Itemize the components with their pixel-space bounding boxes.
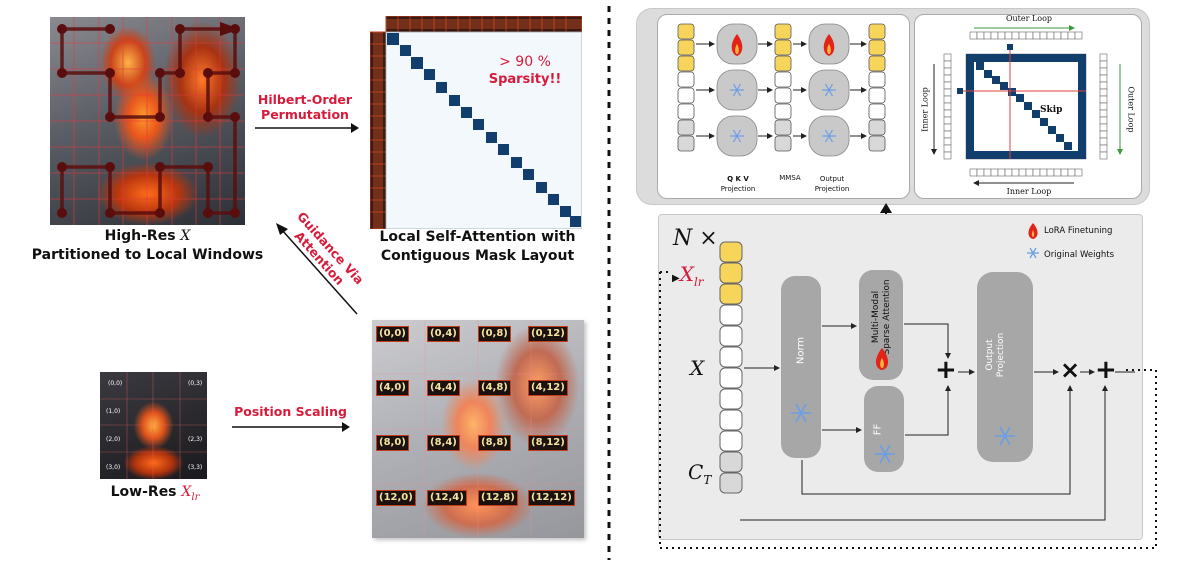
low-res-label-30: (3,0) [106,464,121,471]
high-res-image [50,17,245,225]
x-lr-arrowhead: ▶ [672,273,680,284]
x-lr-var: X [679,262,694,286]
token-col-3 [868,23,886,152]
x-lr-label: ▶Xlr [672,262,704,289]
position-scaled-image: (0,0) (0,4) (0,8) (0,12) (4,0) (4,4) (4,… [372,320,584,538]
hilbert-label-line1: Hilbert-Order [257,92,353,107]
pos-0-0: (0,0) [376,326,409,342]
lora-detail-svg [677,23,886,157]
pos-8-4: (8,4) [427,435,460,451]
low-res-grid [100,372,207,479]
legend-snowflake-icon [1027,247,1039,259]
output-snowflake-icon [995,426,1015,446]
low-res-label-10: (1,0) [106,408,121,415]
output-small-label-line2: Projection [814,185,850,193]
main-token-column [719,241,743,494]
qkv-label-line1: Q K V [727,175,749,183]
ff-block [864,386,904,472]
pos-8-12: (8,12) [528,435,568,451]
loop-detail-svg [931,25,1123,186]
inner-loop-left-label: Inner Loop [920,87,930,132]
token-col-1 [677,23,695,152]
outer-loop-right-label: Outer Loop [1126,86,1136,133]
norm-snowflake-icon [791,403,811,423]
skip-label: Skip [1040,105,1063,115]
qkv-label-line2: Projection [720,185,756,193]
add-op-2: + [1095,355,1117,385]
attention-caption-line1: Local Self-Attention with [379,229,576,245]
inner-loop-bottom-label: Inner Loop [1006,187,1052,196]
attention-matrix-svg [369,15,583,230]
x-lr-sub: lr [693,275,704,289]
sparsity-label-line1: > 90 % [499,54,551,70]
low-res-var-sub: lr [191,491,200,503]
x-label: X [690,356,705,380]
token-col-2 [774,23,792,152]
pos-12-4: (12,4) [427,490,467,506]
output-projection-block [977,272,1033,462]
low-res-label-33: (3,3) [188,464,203,471]
position-scaling-arrow [232,422,350,432]
legend-flame-icon [1028,223,1038,239]
pos-0-12: (0,12) [528,326,568,342]
low-res-caption-word: Low-Res [110,484,177,500]
sparsity-label: > 90 % Sparsity!! [480,54,570,88]
norm-block [781,276,821,458]
diagonal-blocks [387,33,581,227]
pos-4-12: (4,12) [528,380,568,396]
n-times-label: N × [673,226,718,251]
times-sign: × [699,226,718,251]
low-res-label-23: (2,3) [188,436,203,443]
mmsa-small-label: MMSA [779,174,801,182]
pos-12-8: (12,8) [478,490,518,506]
multiply-op: × [1060,356,1081,384]
high-res-caption-word: High-Res [104,228,176,244]
mmsa-flame-icon [875,348,889,370]
low-res-var: Xlr [181,484,200,503]
divider [607,6,611,560]
pos-4-0: (4,0) [376,380,409,396]
position-scaling-label: Position Scaling [234,404,347,419]
low-res-label-00: (0,0) [108,380,123,387]
ct-label: CT [688,460,711,487]
pos-8-0: (8,0) [376,435,409,451]
block-connections [740,323,1135,521]
attention-caption: Local Self-Attention with Contiguous Mas… [360,228,595,266]
n-var: N [673,226,693,251]
low-res-caption: Low-Res Xlr [60,483,250,507]
legend-lora-label: LoRA Finetuning [1044,226,1113,236]
outer-loop-top-label: Outer Loop [1005,14,1053,23]
low-res-image: (0,0) (0,3) (1,0) (2,0) (2,3) (3,0) (3,3… [100,372,207,479]
pos-12-0: (12,0) [376,490,416,506]
high-res-caption-line2: Partitioned to Local Windows [31,247,264,263]
ct-var: C [688,460,704,484]
guidance-arrow [276,223,358,315]
output-small-label-line1: Output [819,175,845,183]
low-res-label-03: (0,3) [188,380,203,387]
ct-sub: T [703,473,712,487]
hilbert-label-line2: Permutation [261,107,349,122]
pos-8-8: (8,8) [478,435,511,451]
legend-original-label: Original Weights [1044,250,1115,260]
hilbert-label: Hilbert-Order Permutation [250,92,360,122]
attention-mask-matrix: > 90 % Sparsity!! [369,15,583,230]
low-res-var-main: X [181,484,192,500]
pos-4-4: (4,4) [427,380,460,396]
add-op-1: + [935,355,957,385]
ff-snowflake-icon [875,444,895,464]
pos-0-4: (0,4) [427,326,460,342]
qkv-label: Q K V Projection [700,174,776,194]
pos-12-12: (12,12) [528,490,575,506]
pos-4-8: (4,8) [478,380,511,396]
high-res-var: X [180,228,191,244]
sparsity-label-line2: Sparsity!! [488,72,562,87]
output-small-label: Output Projection [794,174,870,194]
dotted-loop [659,271,1157,549]
pos-0-8: (0,8) [478,326,511,342]
low-res-label-20: (2,0) [106,436,121,443]
high-res-caption: High-Res X Partitioned to Local Windows [30,227,265,265]
local-window-grid [50,17,245,225]
hilbert-arrow [255,123,359,133]
attention-caption-line2: Contiguous Mask Layout [380,248,575,264]
